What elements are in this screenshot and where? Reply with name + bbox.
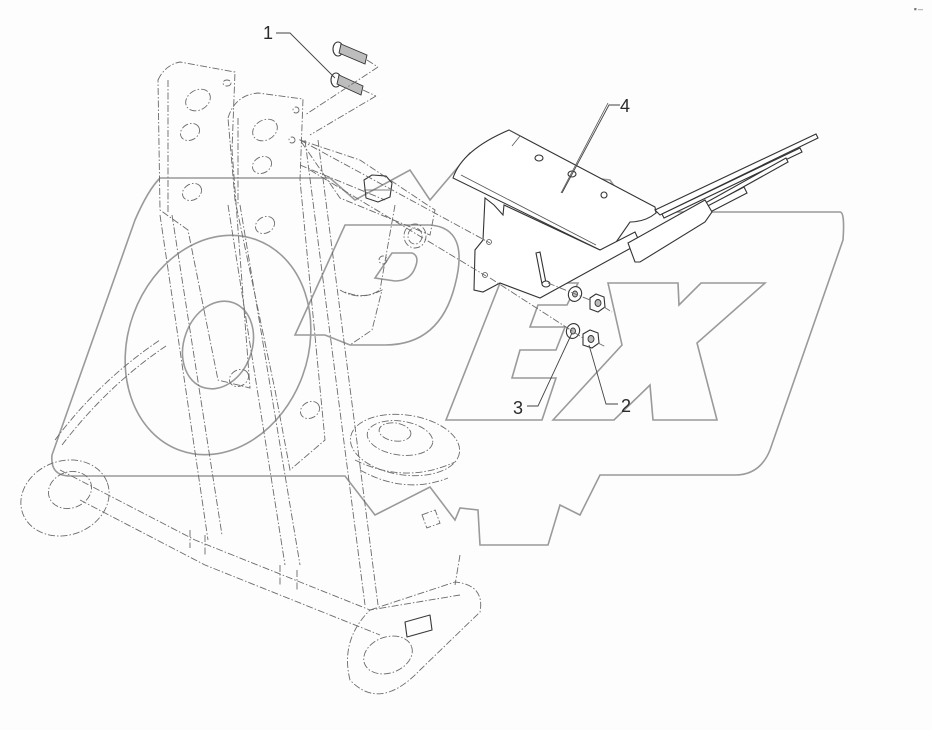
callout-4: 4 — [620, 96, 631, 116]
leader-2 — [588, 344, 618, 405]
watermark-letter-o-outer — [124, 234, 312, 456]
leader-1 — [276, 32, 336, 79]
callout-2: 2 — [621, 396, 632, 416]
part-2-nuts — [489, 277, 613, 349]
corner-mark: ▪– — [913, 4, 924, 14]
leader-lines — [276, 32, 620, 407]
main-frame — [20, 61, 482, 695]
part-4-bracket — [299, 102, 819, 299]
watermark-letter-p — [293, 224, 460, 346]
bolt-upper — [332, 41, 379, 68]
callout-1: 1 — [263, 23, 274, 43]
watermark-gear-outline — [51, 152, 845, 546]
opex-watermark — [51, 152, 845, 546]
watermark-letter-e — [444, 282, 580, 421]
watermark-letter-o-inner — [181, 300, 255, 390]
part-1-bolts — [304, 41, 379, 136]
watermark-letter-p-bowl — [373, 252, 418, 282]
callout-3: 3 — [513, 398, 524, 418]
leader-3 — [527, 332, 573, 407]
leader-4 — [561, 104, 620, 194]
watermark-letter-x — [551, 282, 768, 421]
bolt-lower — [330, 72, 377, 97]
